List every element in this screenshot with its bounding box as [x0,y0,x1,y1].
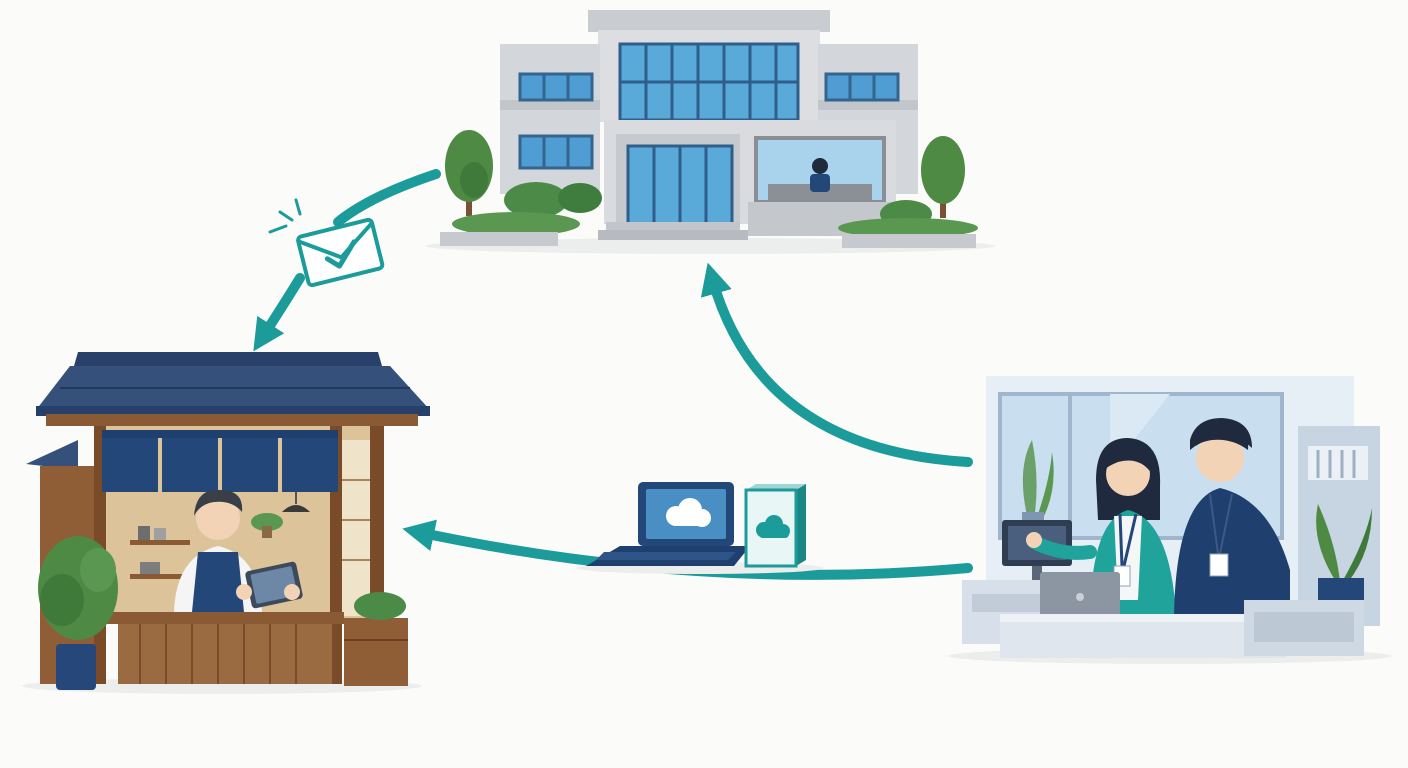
wooden-shop-icon [22,352,430,694]
office-staff-icon [948,376,1392,664]
envelope-check-icon [268,198,385,288]
flow-arrow-office-to-shop-upper [333,169,441,227]
office-building-icon [425,10,995,254]
cloud-icon [756,515,790,538]
cloud-icon [666,498,711,527]
flow-arrow-it-to-office [700,262,973,467]
flow-arrow-office-to-shop [253,273,305,352]
laptop-cloud-software-icon [576,482,824,574]
